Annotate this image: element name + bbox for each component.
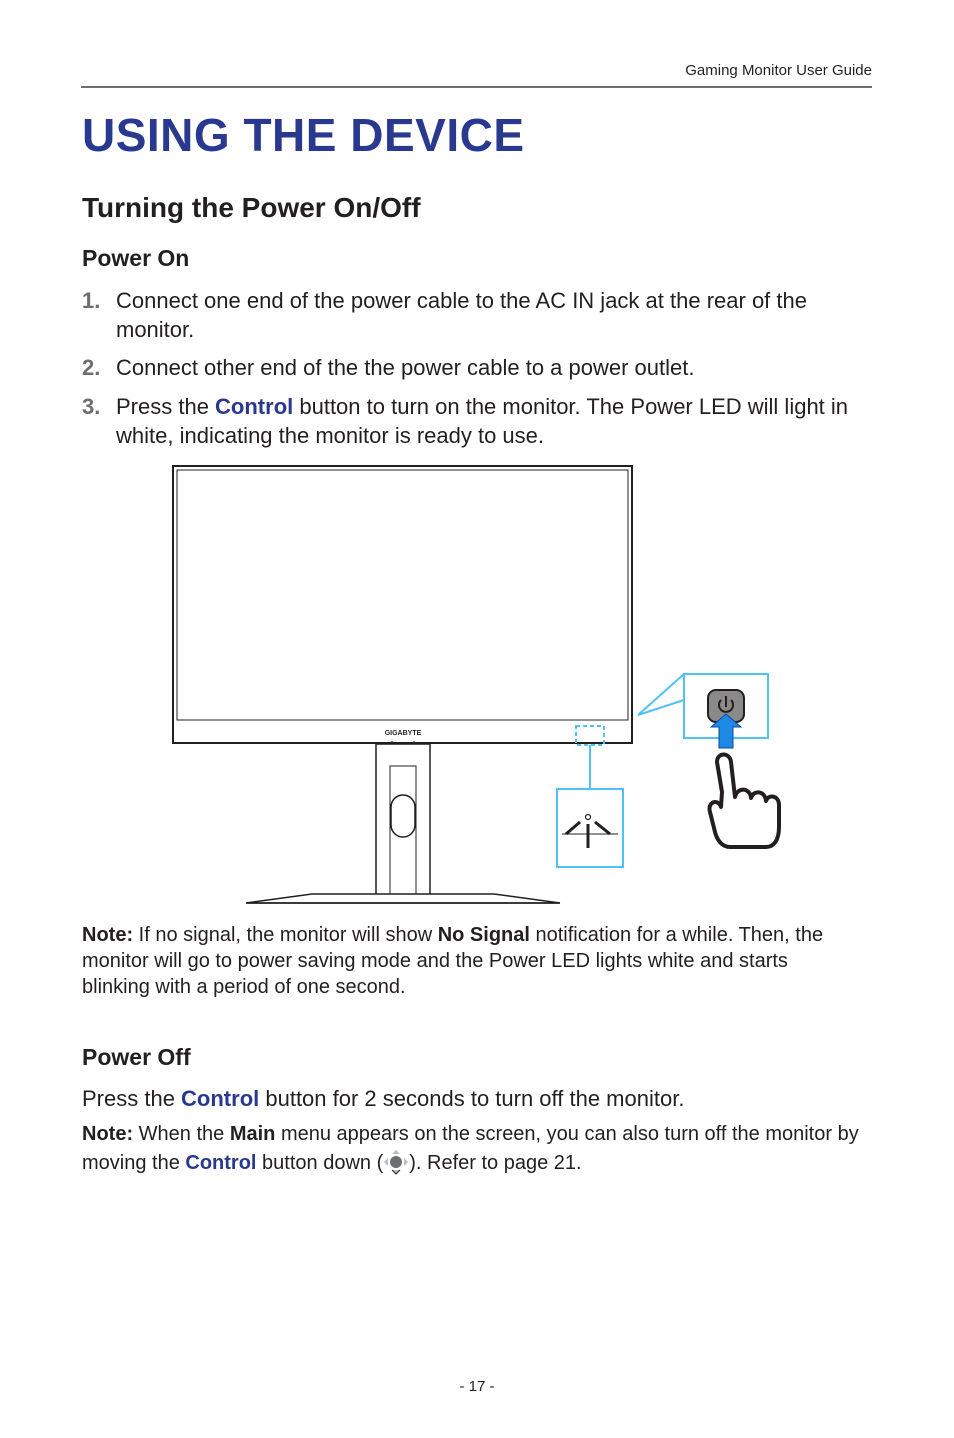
step-3: 3. Press the Control button to turn on t…: [82, 392, 872, 450]
step-text: Press the Control button to turn on the …: [116, 394, 849, 448]
page-title: USING THE DEVICE: [82, 109, 525, 161]
header-rule: [81, 86, 872, 88]
led-highlight: [575, 725, 605, 746]
guide-label: Gaming Monitor User Guide: [685, 62, 872, 79]
section-title: Turning the Power On/Off: [82, 192, 421, 223]
power-off-title: Power Off: [82, 1044, 191, 1070]
pointing-hand-icon: [707, 752, 781, 849]
control-keyword: Control: [215, 394, 294, 419]
brand-logo: GIGABYTE: [385, 730, 422, 737]
note-no-signal: Note: If no signal, the monitor will sho…: [82, 924, 824, 998]
press-arrow-icon: [709, 713, 743, 749]
power-icon: [718, 696, 734, 713]
step-text: Connect other end of the the power cable…: [116, 355, 695, 380]
step-number: 1.: [82, 288, 101, 313]
power-off-text: Press the Control button for 2 seconds t…: [82, 1086, 685, 1111]
step-2: 2. Connect other end of the the power ca…: [82, 353, 872, 382]
note-label: Note:: [82, 924, 134, 946]
control-keyword: Control: [181, 1086, 260, 1111]
main-keyword: Main: [229, 1123, 276, 1145]
step-1: 1. Connect one end of the power cable to…: [82, 286, 872, 344]
monitor-screen: [176, 469, 629, 721]
control-keyword: Control: [185, 1152, 257, 1174]
step-number: 3.: [82, 394, 101, 419]
note-label: Note:: [82, 1123, 134, 1145]
monitor-figure: GIGABYTE: [172, 465, 781, 904]
page-number: - 17 -: [459, 1378, 495, 1395]
step-text: Connect one end of the power cable to th…: [116, 288, 807, 342]
monitor-base: [245, 893, 561, 904]
joystick-down-icon: [384, 1150, 409, 1175]
led-zoom-box: [556, 788, 624, 868]
power-on-title: Power On: [82, 245, 190, 271]
no-signal-keyword: No Signal: [437, 924, 530, 946]
step-number: 2.: [82, 355, 101, 380]
note-power-off: Note: When the Main menu appears on the …: [82, 1123, 859, 1175]
